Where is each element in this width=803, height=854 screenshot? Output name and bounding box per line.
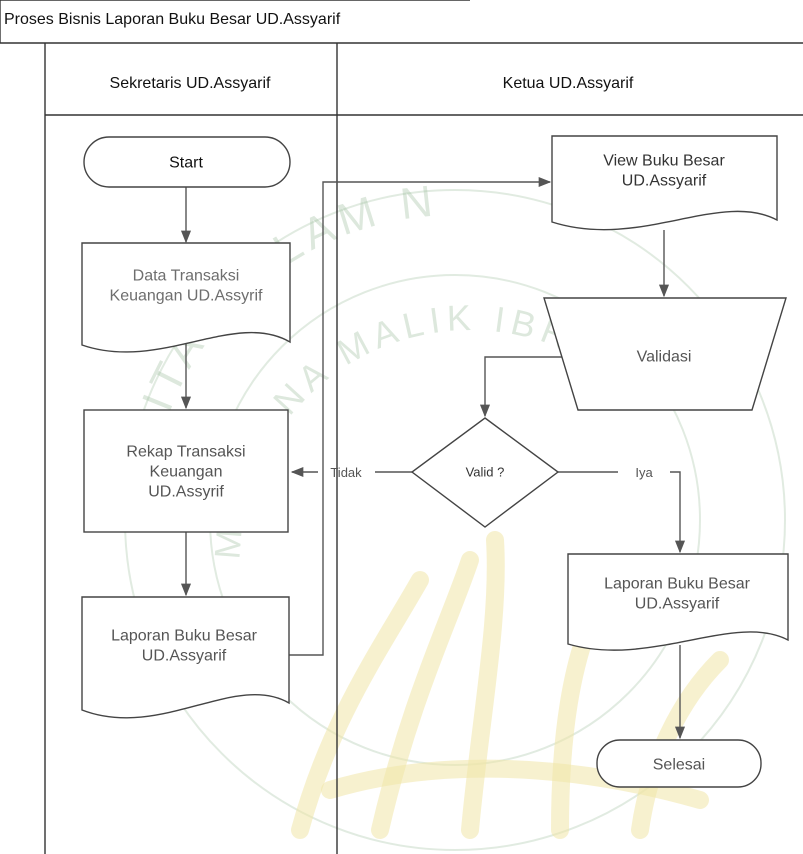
node-laporan-left-text-line-2: UD.Assyarif xyxy=(142,648,227,665)
node-selesai: Selesai xyxy=(596,739,762,788)
data-transaksi-document-shape xyxy=(81,242,291,353)
edges xyxy=(180,176,686,740)
rekap-process-shape xyxy=(83,409,289,533)
pool-title: Proses Bisnis Laporan Buku Besar UD.Assy… xyxy=(4,11,341,28)
node-laporan-left-text-line-1: Laporan Buku Besar xyxy=(111,628,258,645)
selesai-terminator-shape xyxy=(596,739,762,788)
validasi-manual-operation-shape xyxy=(543,297,787,411)
node-laporan-right-text-line-2: UD.Assyarif xyxy=(635,596,720,613)
edge-valid-yes-arrow xyxy=(670,471,686,554)
edge-label-no: Tidak xyxy=(330,465,362,480)
node-validasi: Validasi xyxy=(543,297,787,411)
edge-laporan-to-view xyxy=(289,176,552,656)
node-data-transaksi-text-line-1: Data Transaksi xyxy=(133,268,240,285)
node-view-text-line-1: View Buku Besar xyxy=(603,153,725,170)
node-rekap-text-line-1: Rekap Transaksi xyxy=(126,444,245,461)
node-rekap-text-line-2: Keuangan xyxy=(150,464,223,481)
node-rekap-text-line-3: UD.Assyrif xyxy=(148,484,224,501)
node-validasi-text-line-1: Validasi xyxy=(637,349,692,366)
node-valid-decision: Valid ? xyxy=(410,417,560,528)
view-document-shape xyxy=(551,135,778,231)
edge-label-yes: Iya xyxy=(635,465,653,480)
node-start-text: Start xyxy=(169,155,203,172)
node-validasi-text: Validasi xyxy=(637,349,692,366)
node-valid-text-line-1: Valid ? xyxy=(466,465,505,480)
lane-header-ketua: Ketua UD.Assyarif xyxy=(503,75,634,92)
node-laporan-right-text-line-1: Laporan Buku Besar xyxy=(604,576,751,593)
laporan-right-document-shape xyxy=(567,553,789,651)
node-selesai-text: Selesai xyxy=(653,757,705,774)
node-view-text-line-2: UD.Assyarif xyxy=(622,173,707,190)
lane-header-sekretaris: Sekretaris UD.Assyarif xyxy=(110,75,271,92)
start-terminator-shape xyxy=(83,136,291,188)
node-start-text-line-1: Start xyxy=(169,155,203,172)
valid-decision-shape xyxy=(410,417,560,528)
node-valid-text: Valid ? xyxy=(466,465,505,480)
laporan-left-document-shape xyxy=(81,596,290,719)
node-data-transaksi-text-line-2: Keuangan UD.Assyrif xyxy=(110,288,264,305)
edge-validasi-to-valid xyxy=(479,356,568,418)
node-selesai-text-line-1: Selesai xyxy=(653,757,705,774)
node-start: Start xyxy=(83,136,291,188)
